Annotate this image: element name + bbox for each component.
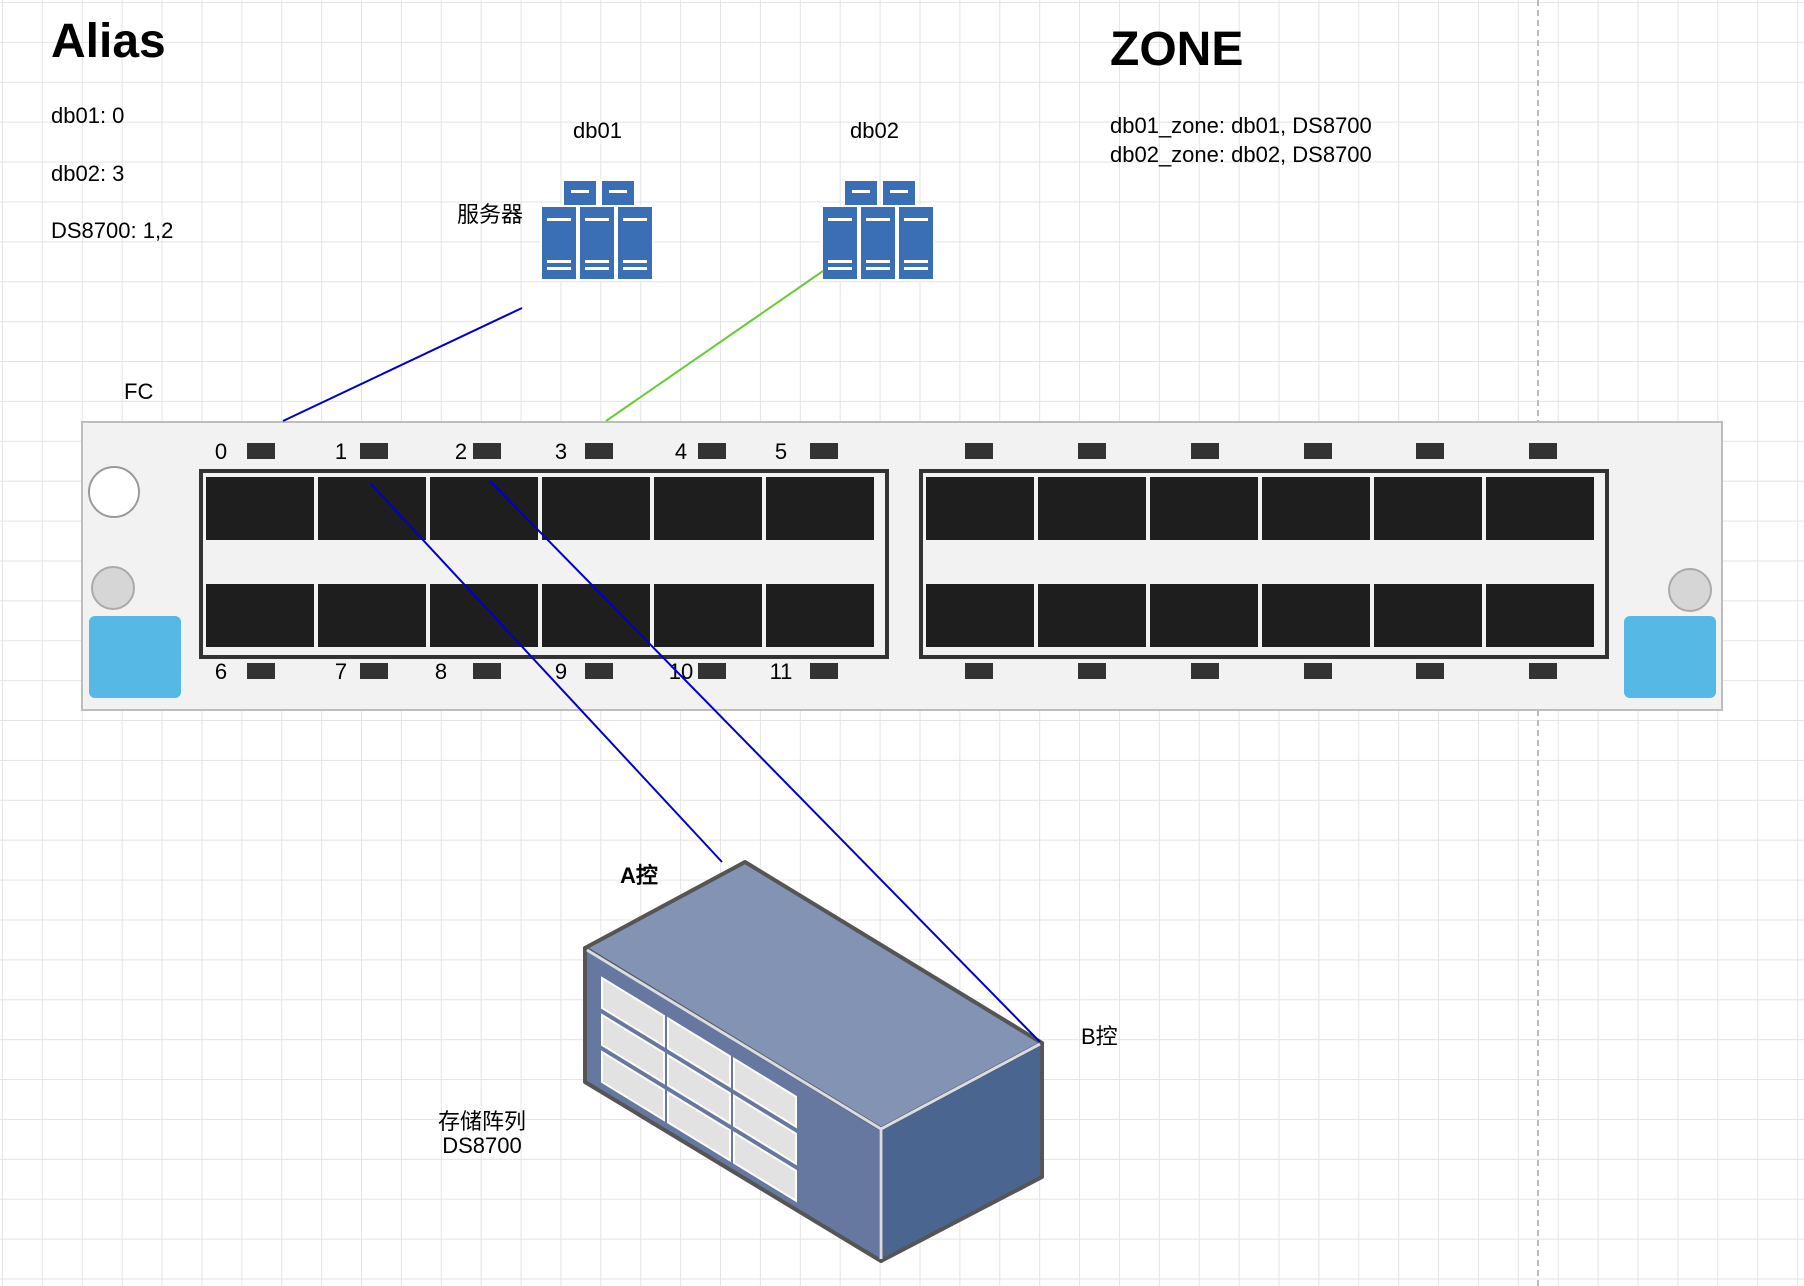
drive-bay-icon bbox=[733, 1093, 797, 1166]
port-led-icon bbox=[810, 443, 838, 459]
port-led-icon bbox=[698, 663, 726, 679]
switch-led-icon bbox=[91, 566, 135, 610]
port-number-1: 1 bbox=[334, 439, 348, 464]
drive-bay-icon bbox=[733, 1130, 797, 1203]
server-db02-icon[interactable] bbox=[821, 179, 935, 281]
controller-a-label: A控 bbox=[620, 863, 658, 888]
storage-model: DS8700 bbox=[442, 1133, 522, 1158]
zone-entry-db01: db01_zone: db01, DS8700 bbox=[1110, 113, 1372, 138]
fc-port-cage[interactable] bbox=[542, 584, 650, 647]
fc-port-cage[interactable] bbox=[318, 584, 426, 647]
right-latch-icon bbox=[1624, 616, 1716, 698]
port-number-7: 7 bbox=[334, 659, 348, 684]
port-number-9: 9 bbox=[554, 659, 568, 684]
fc-switch-label: FC bbox=[124, 379, 154, 404]
port-led-icon bbox=[1416, 443, 1444, 459]
port-led-icon bbox=[585, 663, 613, 679]
storage-drive-bays bbox=[601, 976, 797, 1203]
port-led-icon bbox=[1529, 663, 1557, 679]
drive-bay-icon bbox=[601, 1013, 665, 1085]
fc-port-cage[interactable] bbox=[430, 477, 538, 540]
fc-port-cage[interactable] bbox=[206, 584, 314, 647]
port-number-5: 5 bbox=[774, 439, 788, 464]
port-number-3: 3 bbox=[554, 439, 568, 464]
fc-port-cage[interactable] bbox=[654, 477, 762, 540]
fc-port-cage[interactable] bbox=[1262, 477, 1370, 540]
zone-entry-db02: db02_zone: db02, DS8700 bbox=[1110, 142, 1372, 167]
drive-bay-icon bbox=[667, 1090, 731, 1163]
fc-port-cage[interactable] bbox=[926, 584, 1034, 647]
alias-entry-ds8700: DS8700: 1,2 bbox=[51, 218, 174, 243]
alias-entry-db01: db01: 0 bbox=[51, 103, 125, 128]
port-led-icon bbox=[698, 443, 726, 459]
port-led-icon bbox=[965, 443, 993, 459]
server-caption: 服务器 bbox=[457, 202, 524, 227]
controller-b-label: B控 bbox=[1081, 1024, 1118, 1049]
link-port2-controller-b bbox=[489, 480, 1041, 1043]
fc-port-cage[interactable] bbox=[1486, 584, 1594, 647]
fc-port-cage[interactable] bbox=[926, 477, 1034, 540]
port-number-8: 8 bbox=[434, 659, 448, 684]
link-port1-controller-a bbox=[370, 483, 723, 863]
fc-port-cage[interactable] bbox=[1038, 584, 1146, 647]
drive-bay-icon bbox=[733, 1056, 797, 1129]
port-number-2: 2 bbox=[454, 439, 468, 464]
port-led-icon bbox=[810, 663, 838, 679]
fc-port-cage[interactable] bbox=[318, 477, 426, 540]
port-led-icon bbox=[1191, 663, 1219, 679]
drive-bay-icon bbox=[667, 1053, 731, 1126]
link-db02-port3 bbox=[605, 270, 824, 422]
zone-title: ZONE bbox=[1110, 23, 1244, 76]
server-db01-icon[interactable] bbox=[540, 179, 654, 281]
port-led-icon bbox=[1191, 443, 1219, 459]
port-led-icon bbox=[1078, 443, 1106, 459]
fc-port-cage[interactable] bbox=[1486, 477, 1594, 540]
fc-port-cage[interactable] bbox=[542, 477, 650, 540]
storage-array-icon[interactable] bbox=[583, 860, 1044, 1263]
fc-port-cage[interactable] bbox=[766, 477, 874, 540]
port-number-11: 11 bbox=[769, 659, 793, 684]
port-number-10: 10 bbox=[668, 659, 694, 684]
port-number-6: 6 bbox=[214, 659, 228, 684]
server-db01-label: db01 bbox=[573, 118, 622, 143]
switch-screw-icon bbox=[88, 466, 140, 518]
server-db02-label: db02 bbox=[850, 118, 899, 143]
fc-port-cage[interactable] bbox=[1262, 584, 1370, 647]
fc-port-cage[interactable] bbox=[206, 477, 314, 540]
fc-port-cage[interactable] bbox=[1038, 477, 1146, 540]
port-led-icon bbox=[360, 443, 388, 459]
port-led-icon bbox=[1304, 663, 1332, 679]
alias-entry-db02: db02: 3 bbox=[51, 161, 125, 186]
link-db01-port0 bbox=[282, 307, 523, 422]
fc-port-cage[interactable] bbox=[430, 584, 538, 647]
left-latch-icon bbox=[89, 616, 181, 698]
storage-name: 存储阵列 bbox=[437, 1109, 526, 1134]
port-led-icon bbox=[473, 443, 501, 459]
switch-led-icon bbox=[1668, 568, 1712, 612]
port-number-4: 4 bbox=[674, 439, 688, 464]
port-led-icon bbox=[1529, 443, 1557, 459]
fc-port-cage[interactable] bbox=[1150, 477, 1258, 540]
drive-bay-icon bbox=[601, 1050, 665, 1122]
port-led-icon bbox=[585, 443, 613, 459]
port-led-icon bbox=[360, 663, 388, 679]
port-led-icon bbox=[965, 663, 993, 679]
fc-port-cage[interactable] bbox=[654, 584, 762, 647]
port-led-icon bbox=[1416, 663, 1444, 679]
port-number-0: 0 bbox=[214, 439, 228, 464]
fc-port-cage[interactable] bbox=[766, 584, 874, 647]
port-led-icon bbox=[1304, 443, 1332, 459]
fc-port-cage[interactable] bbox=[1374, 477, 1482, 540]
port-led-icon bbox=[247, 443, 275, 459]
fc-port-cage[interactable] bbox=[1150, 584, 1258, 647]
drive-bay-icon bbox=[601, 976, 665, 1048]
port-led-icon bbox=[1078, 663, 1106, 679]
drive-bay-icon bbox=[667, 1016, 731, 1089]
fc-port-cage[interactable] bbox=[1374, 584, 1482, 647]
port-led-icon bbox=[473, 663, 501, 679]
port-led-icon bbox=[247, 663, 275, 679]
alias-title: Alias bbox=[51, 15, 166, 68]
